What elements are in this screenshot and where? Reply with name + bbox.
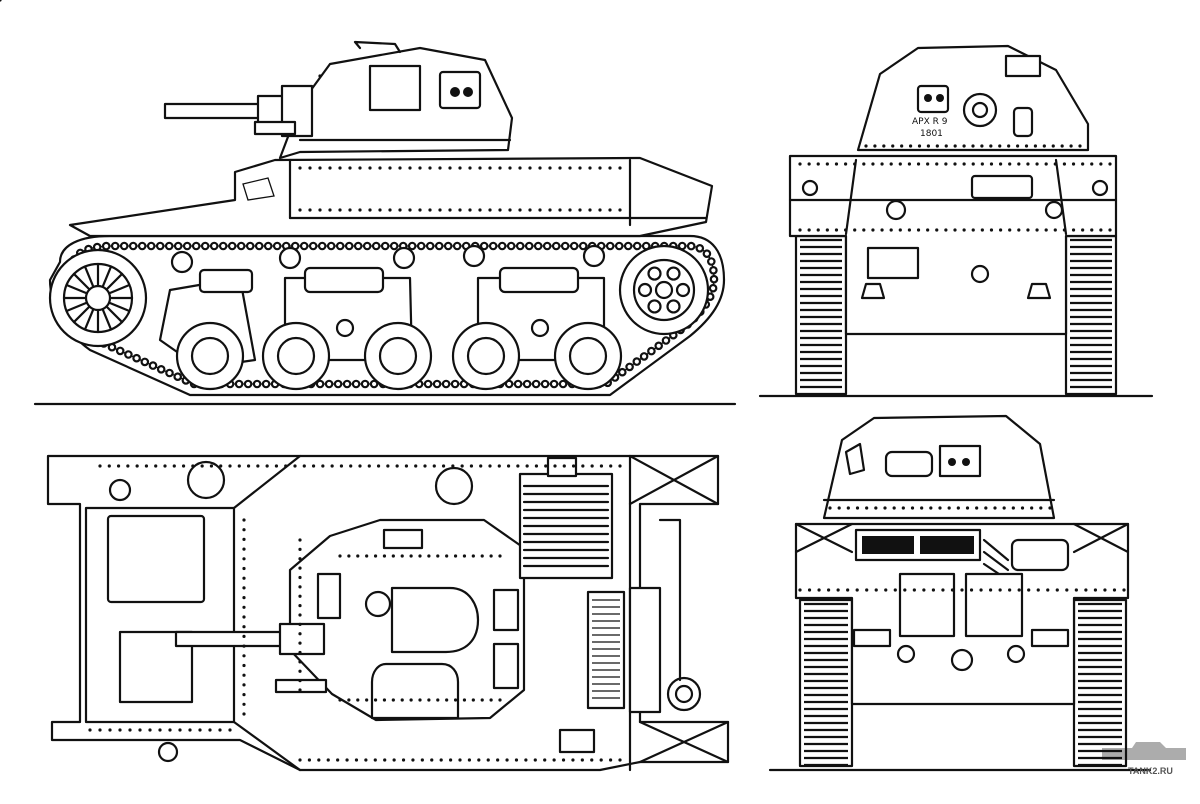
side-suspension-bogies — [158, 266, 623, 391]
top-filler-cap — [186, 460, 226, 500]
side-view — [0, 0, 737, 406]
top-main-gun — [174, 630, 288, 648]
watermark-tank-logo — [1102, 742, 1186, 760]
front-view: APX R 9 1801 — [758, 44, 1154, 398]
side-rear-idler — [48, 248, 148, 348]
rear-door-right — [964, 572, 1024, 638]
front-left-track — [794, 234, 848, 396]
side-vision-slit — [242, 177, 275, 201]
side-main-gun — [163, 102, 267, 120]
side-front-sprocket — [618, 244, 710, 336]
front-right-track — [1064, 234, 1118, 396]
watermark-text: TANK2.RU — [1128, 766, 1173, 776]
top-engine-hatch — [106, 514, 206, 604]
side-return-rollers — [170, 244, 606, 274]
top-hull-rivets — [88, 464, 622, 762]
side-hull — [68, 156, 714, 238]
turret-marking-line1: APX R 9 — [912, 117, 948, 127]
watermark: TANK2.RU — [1102, 742, 1186, 776]
rear-view — [768, 414, 1152, 772]
rear-right-track — [1072, 598, 1128, 768]
top-view — [46, 454, 730, 772]
rear-door-left — [898, 572, 956, 638]
front-gun-mantlet — [962, 92, 998, 128]
side-turret-hatch — [368, 64, 422, 112]
turret-marking-line2: 1801 — [920, 129, 943, 139]
